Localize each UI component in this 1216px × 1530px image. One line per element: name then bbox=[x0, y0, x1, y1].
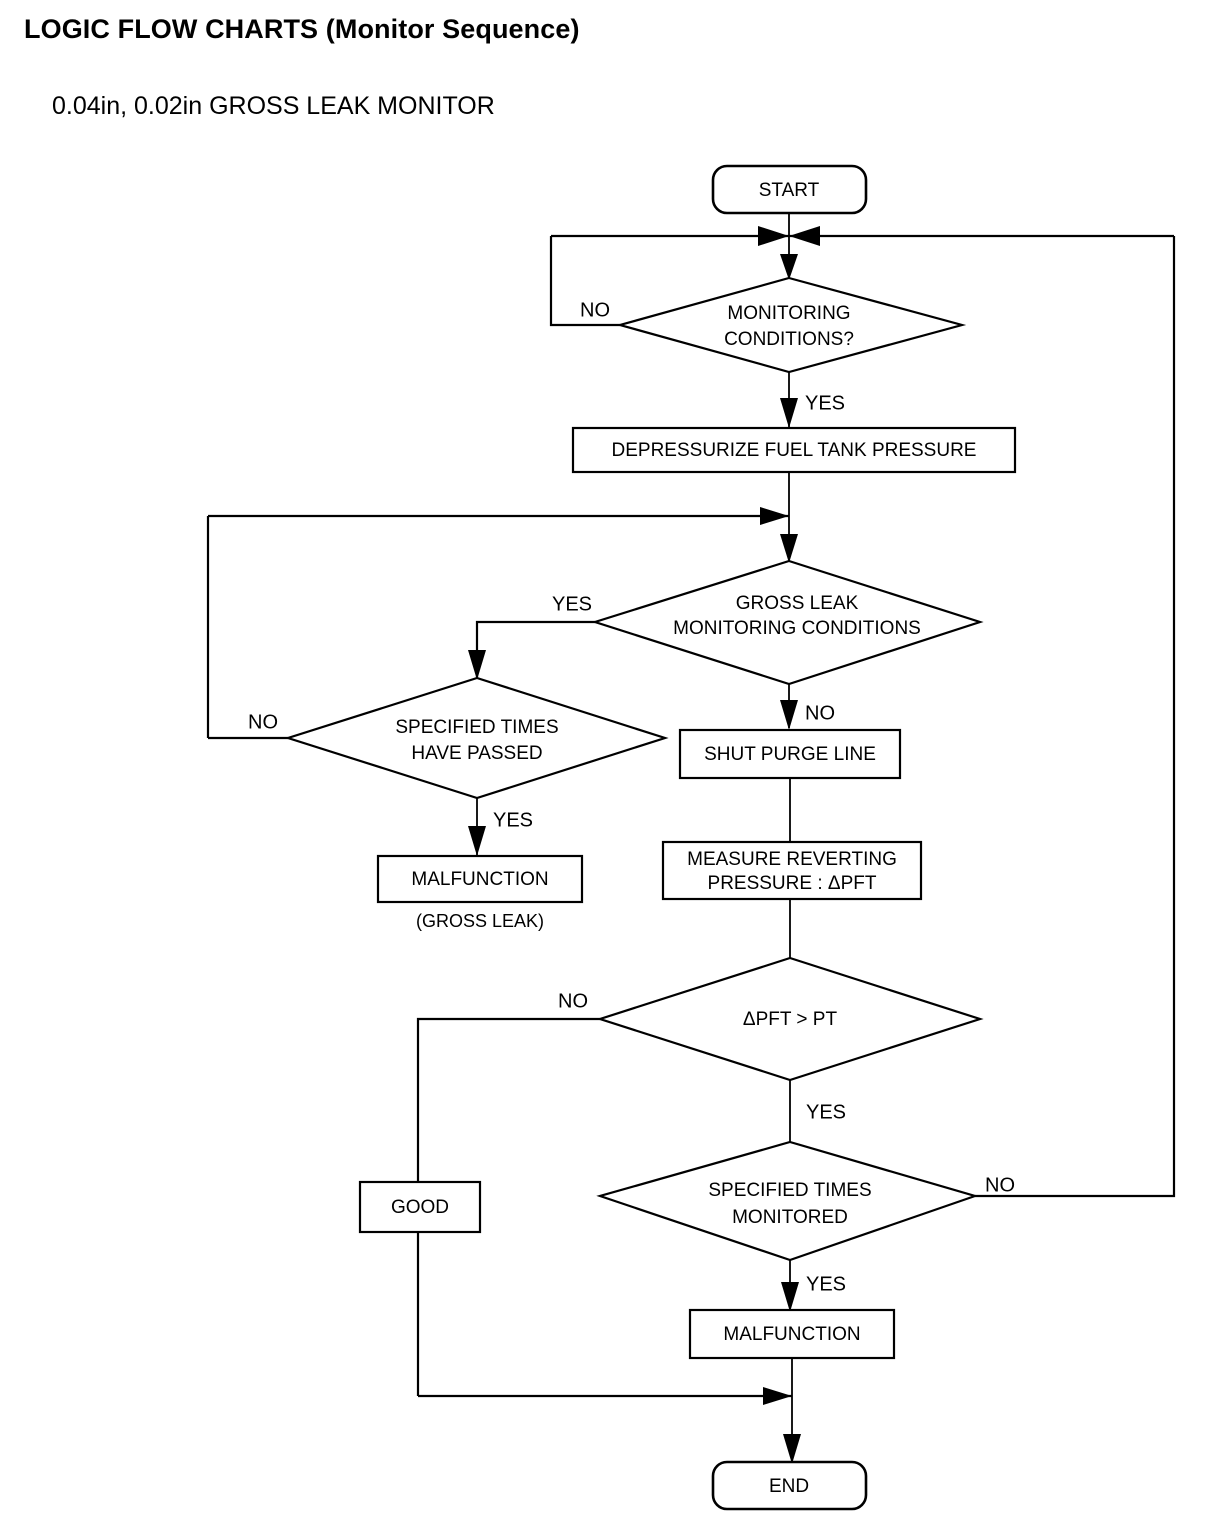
label-monitored-yes: YES bbox=[806, 1273, 846, 1295]
node-start: START bbox=[711, 164, 868, 215]
page-subtitle: 0.04in, 0.02in GROSS LEAK MONITOR bbox=[52, 92, 495, 120]
specified-times-passed-label-1: SPECIFIED TIMES bbox=[395, 717, 558, 738]
end-label: END bbox=[769, 1476, 809, 1497]
arrow-return-join bbox=[760, 507, 789, 525]
node-end: END bbox=[711, 1460, 868, 1511]
node-measure-reverting-pressure: MEASURE REVERTING PRESSURE : ΔPFT bbox=[661, 840, 923, 901]
arrow-into-mon-cond bbox=[780, 254, 798, 280]
label-mon-no: NO bbox=[580, 299, 610, 321]
specified-times-monitored-label-1: SPECIFIED TIMES bbox=[708, 1180, 871, 1201]
measure-label-2: PRESSURE : ΔPFT bbox=[708, 873, 877, 894]
node-depressurize: DEPRESSURIZE FUEL TANK PRESSURE bbox=[571, 426, 1017, 474]
label-mon-yes: YES bbox=[805, 392, 845, 414]
label-gross-no: NO bbox=[805, 702, 835, 724]
label-pft-no: NO bbox=[558, 990, 588, 1012]
node-good: GOOD bbox=[358, 1180, 482, 1234]
arrow-into-spec-passed bbox=[468, 650, 486, 680]
monitoring-conditions-label-1: MONITORING bbox=[727, 303, 850, 324]
depressurize-shape bbox=[571, 426, 1017, 474]
label-monitored-no: NO bbox=[985, 1174, 1015, 1196]
shut-purge-shape bbox=[678, 728, 902, 780]
arrow-into-gross-leak bbox=[780, 534, 798, 563]
arrow-into-shut-purge bbox=[780, 700, 798, 730]
arrow-into-malfunction-gross bbox=[468, 826, 486, 856]
node-specified-times-passed: SPECIFIED TIMES HAVE PASSED bbox=[284, 676, 669, 800]
monitoring-conditions-label-2: CONDITIONS? bbox=[724, 329, 854, 350]
specified-times-monitored-label-2: MONITORED bbox=[732, 1207, 848, 1228]
label-passed-yes: YES bbox=[493, 809, 533, 831]
gross-leak-label-2: MONITORING CONDITIONS bbox=[673, 618, 921, 639]
good-label: GOOD bbox=[391, 1197, 449, 1218]
start-label: START bbox=[759, 180, 820, 201]
good-shape bbox=[358, 1180, 482, 1234]
node-specified-times-monitored: SPECIFIED TIMES MONITORED bbox=[596, 1140, 979, 1262]
malfunction-gross-shape bbox=[376, 854, 584, 904]
malfunction-end-label: MALFUNCTION bbox=[723, 1324, 860, 1345]
end-shape bbox=[711, 1460, 868, 1511]
edge-monitored-no-loop bbox=[975, 236, 1176, 1198]
merge-arrow-left bbox=[758, 226, 789, 246]
specified-times-passed-label-2: HAVE PASSED bbox=[411, 743, 542, 764]
arrow-into-depressurize bbox=[780, 398, 798, 428]
edge-gross-yes bbox=[475, 620, 595, 678]
node-monitoring-conditions: MONITORING CONDITIONS? bbox=[615, 276, 967, 374]
page-title: LOGIC FLOW CHARTS (Monitor Sequence) bbox=[24, 14, 580, 44]
arrow-good-join bbox=[763, 1387, 792, 1405]
node-shut-purge-line: SHUT PURGE LINE bbox=[678, 728, 902, 780]
edge-mon-no-loop bbox=[549, 236, 620, 327]
arrow-into-malfunction-end bbox=[781, 1282, 799, 1312]
pft-gt-pt-label: ΔPFT > PT bbox=[743, 1009, 838, 1030]
gross-leak-label-1: GROSS LEAK bbox=[736, 593, 859, 614]
node-malfunction-end: MALFUNCTION bbox=[688, 1308, 896, 1360]
measure-label-1: MEASURE REVERTING bbox=[687, 849, 897, 870]
shut-purge-label: SHUT PURGE LINE bbox=[704, 744, 876, 765]
label-pft-yes: YES bbox=[806, 1101, 846, 1123]
measure-shape bbox=[661, 840, 923, 901]
malfunction-gross-caption: (GROSS LEAK) bbox=[416, 911, 544, 931]
depressurize-label: DEPRESSURIZE FUEL TANK PRESSURE bbox=[612, 440, 977, 461]
arrow-into-end bbox=[783, 1434, 801, 1464]
node-malfunction-gross-leak: MALFUNCTION (GROSS LEAK) bbox=[376, 854, 584, 931]
merge-arrow-right bbox=[789, 226, 820, 246]
node-gross-leak-monitoring: GROSS LEAK MONITORING CONDITIONS bbox=[591, 559, 984, 686]
edge-pft-no bbox=[416, 1017, 600, 1396]
monitoring-conditions-shape bbox=[615, 276, 967, 374]
label-passed-no: NO bbox=[248, 711, 278, 733]
node-pft-greater-pt: ΔPFT > PT bbox=[596, 956, 984, 1082]
label-gross-yes: YES bbox=[552, 593, 592, 615]
malfunction-gross-label: MALFUNCTION bbox=[411, 869, 548, 890]
